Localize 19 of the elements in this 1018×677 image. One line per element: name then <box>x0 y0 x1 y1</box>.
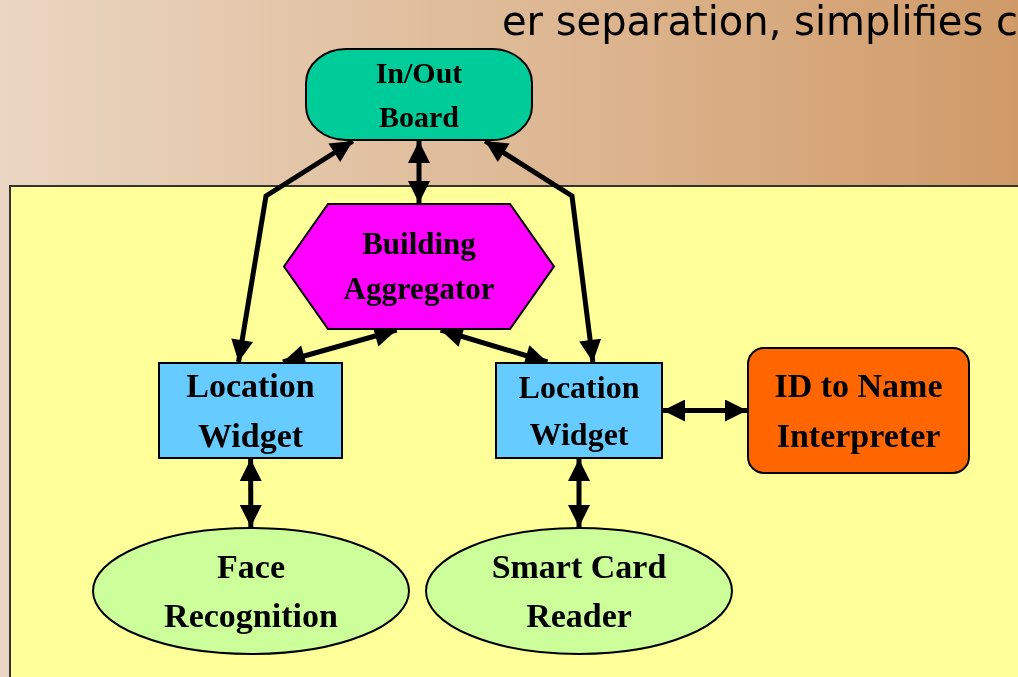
arrow <box>663 399 747 422</box>
rounded-box <box>747 347 970 474</box>
process-box <box>495 362 663 459</box>
arrow <box>408 141 430 203</box>
arrow <box>568 459 590 527</box>
process-box <box>158 362 343 459</box>
heading-text: er separation, simplifies c <box>502 0 1018 44</box>
node-label: Face Recognition <box>163 546 339 636</box>
node-label: Building Aggregator <box>342 224 496 308</box>
node-label: Location Widget <box>517 368 641 454</box>
hexagon-node <box>283 203 555 330</box>
node-label: ID to Name Interpreter <box>773 366 944 456</box>
ellipse-node <box>92 527 410 655</box>
node-label: Smart Card Reader <box>490 546 668 636</box>
node-label: Location Widget <box>185 366 316 456</box>
node-label: In/Out Board <box>374 55 464 135</box>
arrow <box>239 459 262 527</box>
ellipse-node <box>425 527 733 655</box>
rounded-box <box>305 48 533 141</box>
